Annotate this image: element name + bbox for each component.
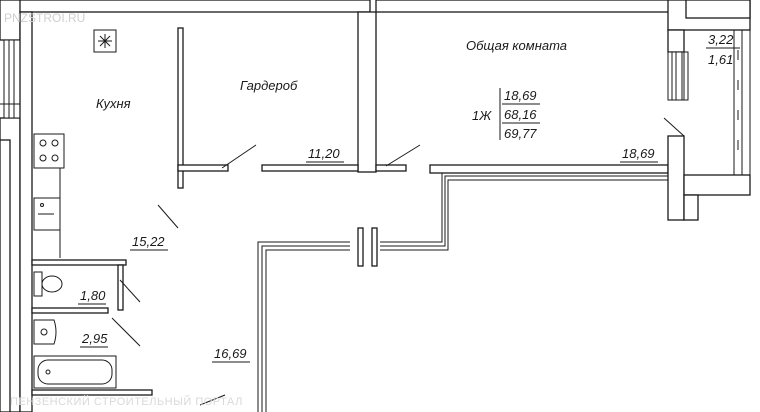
stove-icon — [33, 133, 65, 169]
wall-balcony-corner-end — [683, 194, 699, 221]
wall-living-right-low — [667, 135, 685, 221]
entrance-door — [350, 227, 380, 267]
apartment-summary: 1Ж 18,69 68,16 69,77 — [472, 88, 540, 141]
ventilation-icon — [93, 29, 117, 53]
room-area-wardrobe: 11,20 — [308, 146, 340, 161]
wall-top-corner-inner — [685, 0, 751, 19]
wall-central — [357, 11, 377, 173]
door-wc — [119, 279, 141, 303]
sink-icon — [33, 319, 57, 345]
wall-kitchen-wardrobe — [177, 27, 184, 189]
toilet-icon — [33, 271, 63, 297]
door-hall — [199, 394, 226, 406]
balcony-area-top: 3,22 — [708, 32, 734, 47]
wall-balcony-corner — [683, 174, 751, 196]
door-bath — [111, 317, 141, 347]
bathtub-icon — [33, 355, 117, 389]
wall-living-bottom — [429, 164, 669, 174]
room-area-bath: 2,95 — [81, 331, 108, 346]
room-area-kitchen: 15,22 — [132, 234, 165, 249]
room-area-wc: 1,80 — [80, 288, 106, 303]
summary-total-with-balcony: 69,77 — [504, 126, 537, 141]
wall-wc-right — [117, 264, 124, 311]
door-balcony — [663, 117, 685, 137]
watermark-top: PNZSTROI.RU — [4, 11, 85, 25]
wall-bath-bottom — [31, 389, 153, 396]
balcony-area-bottom: 1,61 — [708, 52, 733, 67]
wall-living-right — [667, 29, 685, 53]
room-label-wardrobe: Гардероб — [240, 78, 298, 93]
room-label-living: Общая комната — [466, 38, 567, 53]
wall-wardrobe-bottom-right — [261, 164, 359, 172]
wall-wc-top — [31, 259, 127, 266]
wall-living-bottom-left — [375, 164, 407, 172]
counter-icon — [33, 168, 61, 258]
room-label-kitchen: Кухня — [96, 96, 131, 111]
room-area-living: 18,69 — [622, 146, 655, 161]
window-living — [667, 51, 689, 101]
summary-living: 18,69 — [504, 88, 537, 103]
room-area-hall: 16,69 — [214, 346, 247, 361]
wall-left-lower-outer — [0, 139, 11, 412]
balcony-glazing — [733, 0, 751, 195]
window-kitchen — [0, 39, 21, 119]
wall-hall-outline — [257, 172, 668, 412]
watermark-bottom: ПЕНЗЕНСКИЙ СТРОИТЕЛЬНЫЙ ПОРТАЛ — [10, 395, 243, 408]
wall-wc-bath — [31, 307, 109, 314]
wall-wardrobe-bottom-left — [177, 164, 229, 172]
wall-kitchen-left — [19, 11, 33, 412]
summary-total: 68,16 — [504, 107, 537, 122]
wall-top-right — [375, 0, 673, 13]
door-kitchen — [157, 204, 179, 229]
summary-type: 1Ж — [472, 108, 492, 123]
door-living — [385, 144, 421, 167]
door-wardrobe — [221, 144, 257, 169]
